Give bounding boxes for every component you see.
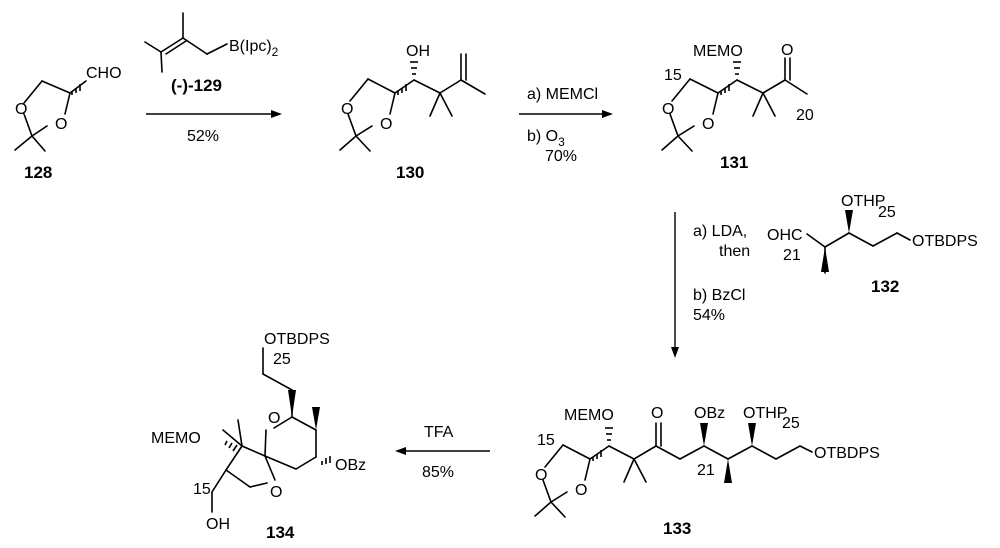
otbdps-label: OTBDPS — [814, 445, 880, 462]
reaction-arrow-2: a) MEMCl b) O3 70% — [519, 86, 613, 165]
ring-oxygen: O — [575, 482, 587, 499]
otbdps-label: OTBDPS — [912, 233, 978, 250]
ring-oxygen: O — [268, 410, 280, 427]
compound-number: 133 — [663, 519, 691, 538]
compound-number: 132 — [871, 277, 899, 296]
compound-132: OHC 21 OTHP 25 OTBDPS 132 — [767, 193, 978, 296]
reagent-a-label: a) LDA, — [693, 223, 747, 240]
mem-ether-label: MEMO — [564, 407, 614, 424]
ketone-oxygen: O — [651, 405, 663, 422]
carbon-number-15: 15 — [664, 67, 682, 84]
ring-oxygen: O — [662, 101, 674, 118]
compound-number: 130 — [396, 163, 424, 182]
obz-label: OBz — [335, 457, 366, 474]
mem-ether-label: MEMO — [693, 43, 743, 60]
carbon-number-25: 25 — [782, 415, 800, 432]
carbon-number-21: 21 — [783, 247, 801, 264]
carbon-number-15: 15 — [193, 481, 211, 498]
yield-label: 85% — [422, 464, 454, 481]
ring-oxygen: O — [55, 116, 67, 133]
carbon-number-21: 21 — [697, 462, 715, 479]
compound-number: 131 — [720, 153, 748, 172]
boron-label: B(Ipc)2 — [229, 38, 279, 59]
reagent-then-label: then — [719, 243, 750, 260]
carbon-number-25: 25 — [273, 351, 291, 368]
compound-131: O O MEMO 15 O 20 131 — [661, 42, 814, 172]
reaction-arrow-4: TFA 85% — [395, 424, 490, 481]
othp-label: OTHP — [841, 193, 885, 210]
ring-oxygen: O — [270, 484, 282, 501]
compound-134: OTBDPS 25 O MEMO OBz O 15 OH 134 — [151, 331, 366, 542]
reaction-arrow-1: 52% — [146, 110, 282, 145]
reagent-b-label: b) O3 — [527, 128, 565, 149]
reaction-arrow-3: a) LDA, then b) BzCl 54% — [671, 212, 750, 358]
carbon-number-25: 25 — [878, 204, 896, 221]
reagent-129: B(Ipc)2 (-)-129 — [144, 12, 279, 95]
mem-ether-label: MEMO — [151, 430, 201, 447]
compound-130: O O OH 130 — [339, 43, 486, 182]
otbdps-label: OTBDPS — [264, 331, 330, 348]
aldehyde-label: OHC — [767, 227, 803, 244]
ring-oxygen: O — [702, 116, 714, 133]
carbon-number-15: 15 — [537, 432, 555, 449]
ketone-oxygen: O — [781, 42, 793, 59]
reagent-label: TFA — [424, 424, 454, 441]
yield-label: 52% — [187, 128, 219, 145]
compound-number: 128 — [24, 163, 52, 182]
ring-oxygen: O — [380, 116, 392, 133]
compound-133: O O MEMO 15 O OBz OTHP 25 21 OTBDPS 133 — [534, 405, 880, 538]
obz-label: OBz — [694, 405, 725, 422]
reagent-b-label: b) BzCl — [693, 287, 745, 304]
reagent-a-label: a) MEMCl — [527, 86, 598, 103]
ring-oxygen: O — [341, 101, 353, 118]
ring-oxygen: O — [15, 101, 27, 118]
yield-label: 70% — [545, 148, 577, 165]
compound-128: O O CHO 128 — [14, 65, 122, 182]
yield-label: 54% — [693, 307, 725, 324]
compound-number: (-)-129 — [171, 76, 222, 95]
aldehyde-label: CHO — [86, 65, 122, 82]
othp-label: OTHP — [743, 405, 787, 422]
ring-oxygen: O — [535, 467, 547, 484]
hydroxyl-label: OH — [406, 43, 430, 60]
carbon-number-20: 20 — [796, 107, 814, 124]
compound-number: 134 — [266, 523, 295, 542]
hydroxyl-label: OH — [206, 516, 230, 533]
